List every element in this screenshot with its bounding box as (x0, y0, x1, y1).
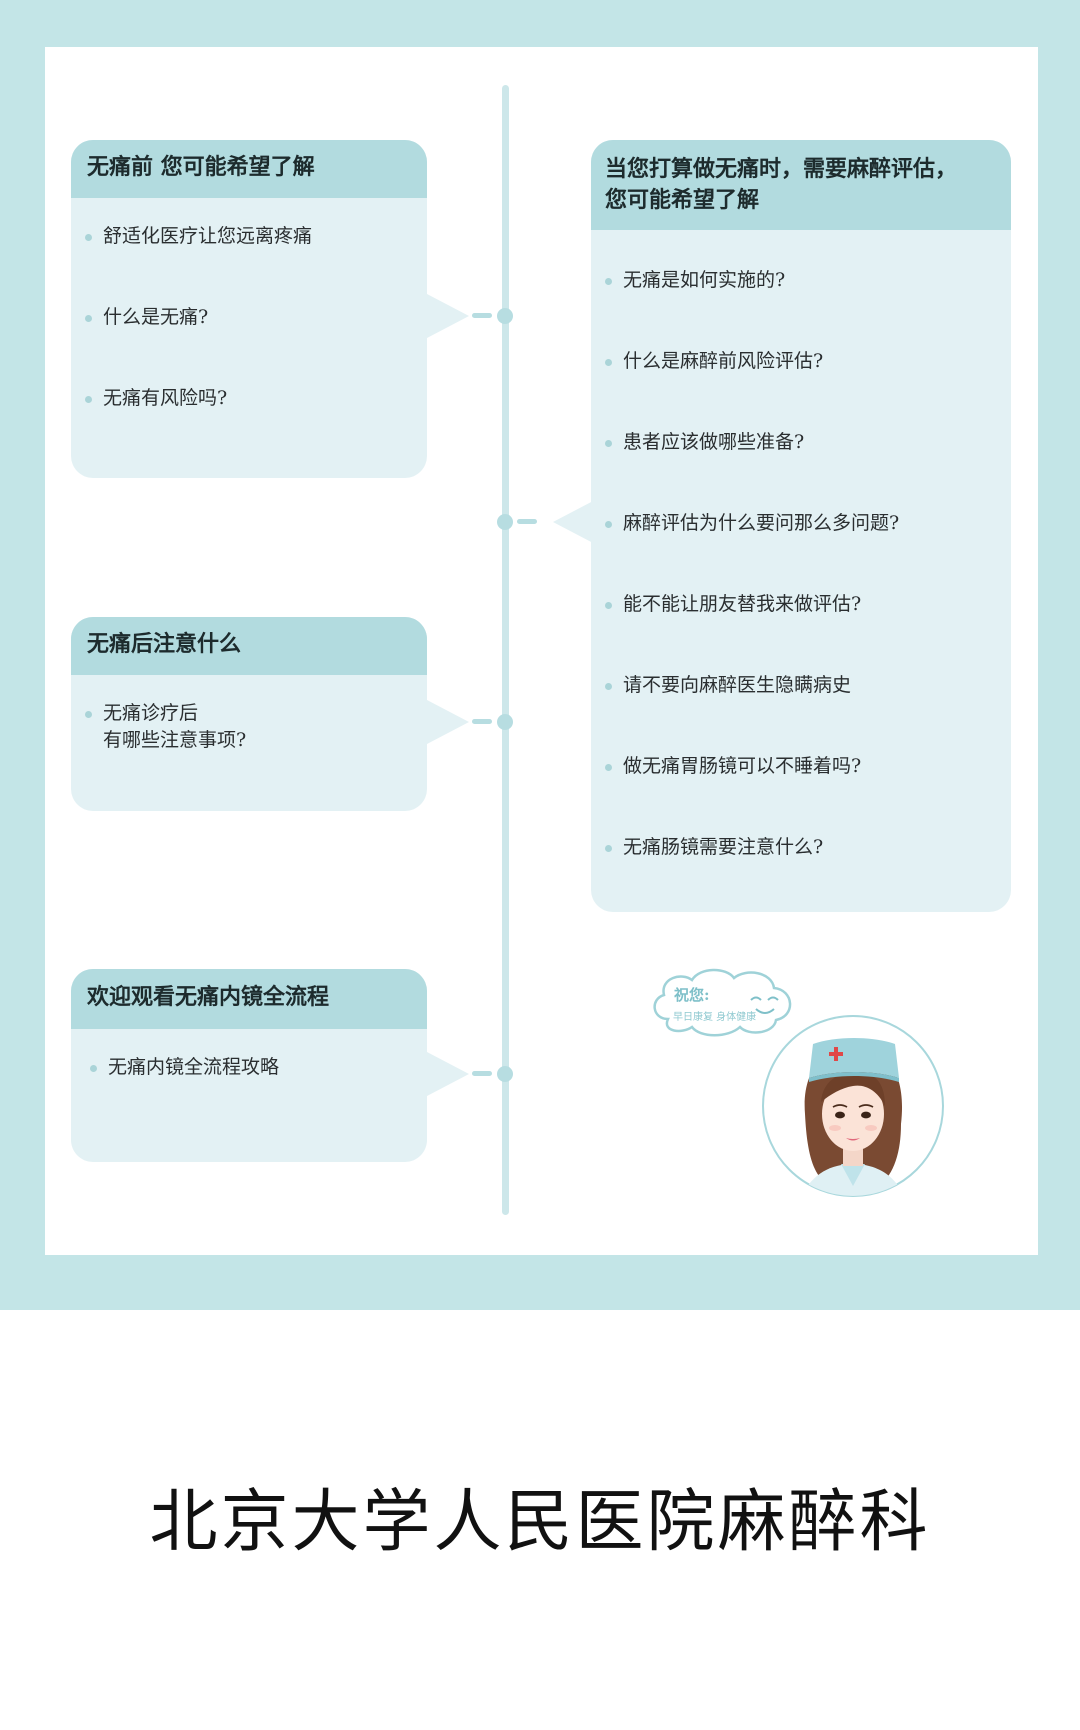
list-item[interactable]: 什么是麻醉前风险评估? (605, 348, 1011, 375)
card-after-pointer (427, 700, 469, 744)
list-item[interactable]: 做无痛胃肠镜可以不睡着吗? (605, 753, 1011, 780)
list-item[interactable]: 无痛肠镜需要注意什么? (605, 834, 1011, 861)
content-panel: 无痛前 您可能希望了解 舒适化医疗让您远离疼痛 什么是无痛? 无痛有风险吗? 无… (45, 47, 1038, 1255)
footer-department-name: 北京大学人民医院麻醉科 (149, 1483, 931, 1562)
timeline-connector-video (472, 1071, 492, 1076)
card-assessment-pointer (553, 500, 595, 544)
card-video-title: 欢迎观看无痛内镜全流程 (71, 969, 427, 1029)
cloud-greeting: 祝您: (674, 986, 710, 1004)
outer-frame: 无痛前 您可能希望了解 舒适化医疗让您远离疼痛 什么是无痛? 无痛有风险吗? 无… (0, 0, 1080, 1310)
timeline-line (502, 85, 509, 1215)
nurse-illustration-icon (762, 1015, 944, 1197)
cloud-wishes: 早日康复 身体健康 (673, 1012, 757, 1023)
greeting-cloud: 祝您: 早日康复 身体健康 (648, 964, 798, 1044)
timeline-connector-before (472, 313, 492, 318)
card-after-anesthesia[interactable]: 无痛后注意什么 无痛诊疗后 有哪些注意事项? (71, 617, 427, 811)
list-item[interactable]: 请不要向麻醉医生隐瞒病史 (605, 672, 1011, 699)
list-item[interactable]: 无痛有风险吗? (85, 385, 427, 412)
timeline-connector-assessment (517, 519, 537, 524)
card-assessment-list: 无痛是如何实施的? 什么是麻醉前风险评估? 患者应该做哪些准备? 麻醉评估为什么… (591, 230, 1011, 861)
list-item[interactable]: 什么是无痛? (85, 304, 427, 331)
list-item[interactable]: 无痛诊疗后 有哪些注意事项? (85, 700, 427, 754)
timeline-node-video (497, 1066, 513, 1082)
card-after-list: 无痛诊疗后 有哪些注意事项? (71, 675, 427, 754)
card-before-pointer (427, 294, 469, 338)
card-assessment-title: 当您打算做无痛时，需要麻醉评估， 您可能希望了解 (591, 140, 1011, 230)
list-item[interactable]: 无痛内镜全流程攻略 (90, 1054, 427, 1081)
list-item-line1: 无痛诊疗后 (103, 702, 199, 724)
list-item[interactable]: 能不能让朋友替我来做评估? (605, 591, 1011, 618)
list-item[interactable]: 麻醉评估为什么要问那么多问题? (605, 510, 1011, 537)
list-item[interactable]: 舒适化医疗让您远离疼痛 (85, 223, 427, 250)
list-item[interactable]: 患者应该做哪些准备? (605, 429, 1011, 456)
card-video-list: 无痛内镜全流程攻略 (71, 1029, 427, 1081)
card-video[interactable]: 欢迎观看无痛内镜全流程 无痛内镜全流程攻略 (71, 969, 427, 1162)
list-item-line2: 有哪些注意事项? (103, 729, 247, 751)
timeline-node-before (497, 308, 513, 324)
timeline-connector-after (472, 719, 492, 724)
card-before-list: 舒适化医疗让您远离疼痛 什么是无痛? 无痛有风险吗? (71, 198, 427, 412)
card-anesthesia-assessment[interactable]: 当您打算做无痛时，需要麻醉评估， 您可能希望了解 无痛是如何实施的? 什么是麻醉… (591, 140, 1011, 912)
card-before-anesthesia[interactable]: 无痛前 您可能希望了解 舒适化医疗让您远离疼痛 什么是无痛? 无痛有风险吗? (71, 140, 427, 478)
list-item[interactable]: 无痛是如何实施的? (605, 267, 1011, 294)
card-assessment-title-line2: 您可能希望了解 (605, 187, 760, 213)
card-assessment-title-line1: 当您打算做无痛时，需要麻醉评估， (605, 156, 958, 182)
timeline-node-assessment (497, 514, 513, 530)
timeline-node-after (497, 714, 513, 730)
card-before-title: 无痛前 您可能希望了解 (71, 140, 427, 198)
card-after-title: 无痛后注意什么 (71, 617, 427, 675)
card-video-pointer (427, 1052, 469, 1096)
nurse-avatar (761, 1014, 945, 1198)
cloud-icon (653, 968, 792, 1037)
